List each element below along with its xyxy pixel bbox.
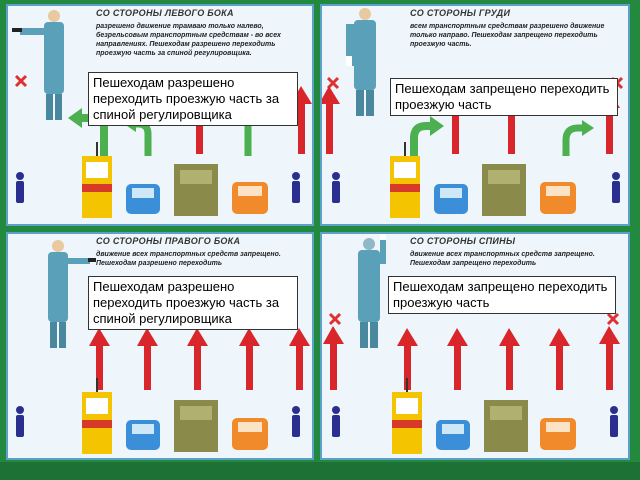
pedestrian-icon: [292, 172, 300, 203]
tram-icon: [390, 142, 420, 218]
arrow-red-up-icon: [447, 328, 468, 390]
tram-icon: [82, 378, 112, 454]
panel-description: всем транспортным средствам разрешено дв…: [410, 23, 605, 48]
pedestrian-icon: [332, 406, 340, 437]
arrow-red-up-icon: [239, 328, 260, 390]
car-icon: [434, 184, 468, 214]
traffic-officer-icon: [358, 234, 386, 348]
panel-right-side: Со стороны правого бока движение всех тр…: [6, 232, 314, 460]
arrow-red-up-icon: [322, 86, 340, 154]
pedestrian-icon: [16, 172, 24, 203]
tram-icon: [392, 378, 422, 454]
car-icon: [126, 420, 160, 450]
pedestrian-icon: [16, 406, 24, 437]
pedestrian-icon: [612, 172, 620, 203]
scene-chest: [322, 8, 624, 218]
panel-title: Со стороны спины: [410, 236, 516, 246]
truck-icon: [482, 164, 526, 216]
car-icon: [232, 418, 268, 450]
traffic-officer-icon: [346, 8, 376, 116]
panel-title: Со стороны груди: [410, 8, 511, 18]
truck-icon: [484, 400, 528, 452]
arrow-red-up-icon: [599, 326, 620, 390]
arrow-red-up-icon: [187, 328, 208, 390]
pedestrian-icon: [332, 172, 340, 203]
panel-left-side: Со стороны левого бока разрешено движени…: [6, 4, 314, 226]
cross-icon: [606, 312, 620, 326]
traffic-officer-icon: [48, 240, 96, 348]
car-icon: [436, 420, 470, 450]
arrow-red-up-icon: [323, 326, 344, 390]
arrow-red-up-icon: [89, 328, 110, 390]
cross-icon: [14, 74, 28, 88]
car-icon: [232, 182, 268, 214]
arrow-green-right-icon: [562, 120, 594, 156]
panel-chest: Со стороны груди всем транспортным средс…: [320, 4, 630, 226]
panel-description: разрешено движение трамваю только налево…: [96, 23, 281, 57]
truck-icon: [174, 400, 218, 452]
car-icon: [540, 182, 576, 214]
panel-description: движение всех транспортных средств запре…: [410, 251, 595, 267]
arrow-red-up-icon: [397, 328, 418, 390]
panel-back: Со стороны спины движение всех транспорт…: [320, 232, 630, 460]
cross-icon: [328, 312, 342, 326]
car-icon: [540, 418, 576, 450]
pedestrian-icon: [610, 406, 618, 437]
pedestrian-icon: [292, 406, 300, 437]
traffic-officer-icon: [12, 10, 64, 120]
panel-caption: Пешеходам разрешено переходить проезжую …: [88, 276, 298, 330]
scene-right-side: [16, 240, 310, 454]
panel-description: движение всех транспортных средств запре…: [96, 251, 281, 267]
panel-title: Со стороны правого бока: [96, 236, 241, 246]
arrow-red-up-icon: [137, 328, 158, 390]
truck-icon: [174, 164, 218, 216]
panel-title: Со стороны левого бока: [96, 8, 234, 18]
arrow-red-up-icon: [499, 328, 520, 390]
panel-caption: Пешеходам запрещено переходить проезжую …: [388, 276, 616, 314]
panel-caption: Пешеходам запрещено переходить проезжую …: [390, 78, 618, 116]
bottom-strip: [0, 462, 640, 480]
panel-caption: Пешеходам разрешено переходить проезжую …: [88, 72, 298, 126]
car-icon: [126, 184, 160, 214]
scene-back: [323, 234, 620, 454]
arrow-red-up-icon: [289, 328, 310, 390]
arrow-red-up-icon: [549, 328, 570, 390]
arrow-green-right-icon: [410, 116, 444, 156]
cross-icon: [326, 76, 340, 90]
tram-icon: [82, 142, 112, 218]
